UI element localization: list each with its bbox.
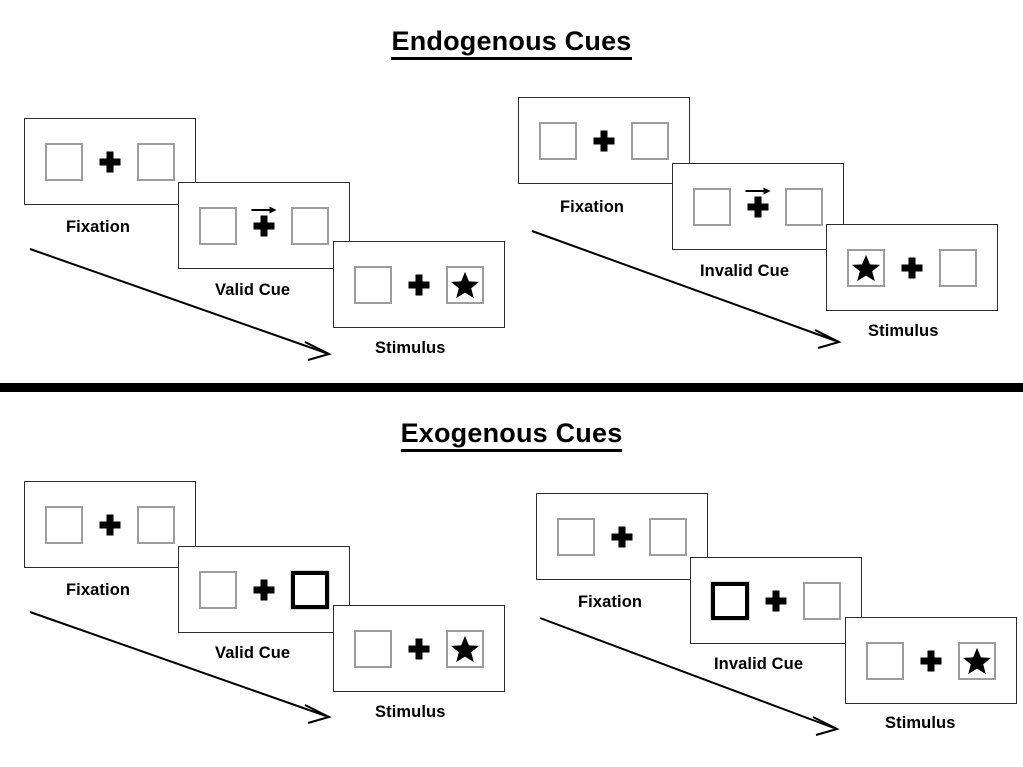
cued-box-left xyxy=(710,580,750,621)
fixation-cross-icon xyxy=(251,206,277,245)
fixation-cross-icon xyxy=(918,642,944,680)
placeholder-box-right xyxy=(137,505,175,544)
panel-caption-endo-valid-stimulus: Stimulus xyxy=(375,339,446,357)
star-target-icon xyxy=(851,254,881,281)
trial-panel-endo-valid-fixation xyxy=(24,118,196,205)
placeholder-box-right xyxy=(631,121,669,160)
placeholder-box-left xyxy=(847,248,885,287)
fixation-cross-icon xyxy=(899,249,925,287)
panel-caption-endo-valid-cue: Valid Cue xyxy=(215,281,291,299)
placeholder-box-left xyxy=(866,641,904,680)
placeholder-box-left xyxy=(354,629,392,668)
placeholder-box-right xyxy=(446,265,484,304)
fixation-cross-icon xyxy=(745,187,771,226)
placeholder-box-left xyxy=(557,517,595,556)
trial-panel-exo-valid-stimulus xyxy=(333,605,505,692)
placeholder-box-right xyxy=(137,142,175,181)
panel-caption-endo-valid-fixation: Fixation xyxy=(66,218,131,236)
placeholder-box-right xyxy=(291,206,329,245)
trial-panel-exo-valid-fixation xyxy=(24,481,196,568)
trial-panel-exo-invalid-stimulus xyxy=(845,617,1017,704)
panel-caption-exo-invalid-cue: Invalid Cue xyxy=(714,655,804,673)
trial-panel-exo-invalid-fixation xyxy=(536,493,708,580)
placeholder-box-right xyxy=(446,629,484,668)
panel-caption-endo-invalid-stimulus: Stimulus xyxy=(868,322,939,340)
trial-panel-exo-valid-cue xyxy=(178,546,350,633)
arrow-cue-right-icon xyxy=(745,187,771,194)
section-title-exogenous-text: Exogenous Cues xyxy=(400,418,623,452)
trial-panel-endo-valid-stimulus xyxy=(333,241,505,328)
fixation-cross-icon xyxy=(763,582,789,620)
placeholder-box-left xyxy=(539,121,577,160)
star-target-icon xyxy=(450,271,480,298)
panel-caption-exo-invalid-fixation: Fixation xyxy=(578,593,643,611)
star-target-icon xyxy=(962,647,992,674)
placeholder-box-left xyxy=(199,570,237,609)
trial-panel-endo-invalid-fixation xyxy=(518,97,690,184)
placeholder-box-right xyxy=(803,581,841,620)
panel-caption-exo-valid-cue: Valid Cue xyxy=(215,644,291,662)
fixation-cross-icon xyxy=(406,266,432,304)
section-divider xyxy=(0,383,1023,392)
fixation-cross-icon xyxy=(97,143,123,181)
trial-panel-endo-invalid-cue xyxy=(672,163,844,250)
fixation-cross-icon xyxy=(609,518,635,556)
fixation-cross-icon xyxy=(97,506,123,544)
section-title-endogenous: Endogenous Cues xyxy=(0,26,1023,60)
placeholder-box-left xyxy=(199,206,237,245)
placeholder-box-right xyxy=(958,641,996,680)
placeholder-box-left xyxy=(45,142,83,181)
panel-caption-exo-invalid-stimulus: Stimulus xyxy=(885,714,956,732)
fixation-cross-icon xyxy=(591,122,617,160)
trial-panel-endo-invalid-stimulus xyxy=(826,224,998,311)
section-title-endogenous-text: Endogenous Cues xyxy=(391,26,632,60)
placeholder-box-left xyxy=(693,187,731,226)
placeholder-box-right xyxy=(785,187,823,226)
fixation-cross-icon xyxy=(251,571,277,609)
placeholder-box-left xyxy=(354,265,392,304)
section-title-exogenous: Exogenous Cues xyxy=(0,418,1023,452)
trial-panel-endo-valid-cue xyxy=(178,182,350,269)
panel-caption-endo-invalid-cue: Invalid Cue xyxy=(700,262,790,280)
placeholder-box-right xyxy=(649,517,687,556)
panel-caption-exo-valid-fixation: Fixation xyxy=(66,581,131,599)
panel-caption-endo-invalid-fixation: Fixation xyxy=(560,198,625,216)
arrow-cue-right-icon xyxy=(251,206,277,213)
fixation-cross-icon xyxy=(406,630,432,668)
star-target-icon xyxy=(450,635,480,662)
placeholder-box-left xyxy=(45,505,83,544)
trial-panel-exo-invalid-cue xyxy=(690,557,862,644)
panel-caption-exo-valid-stimulus: Stimulus xyxy=(375,703,446,721)
placeholder-box-right xyxy=(939,248,977,287)
cued-box-right xyxy=(290,569,330,610)
